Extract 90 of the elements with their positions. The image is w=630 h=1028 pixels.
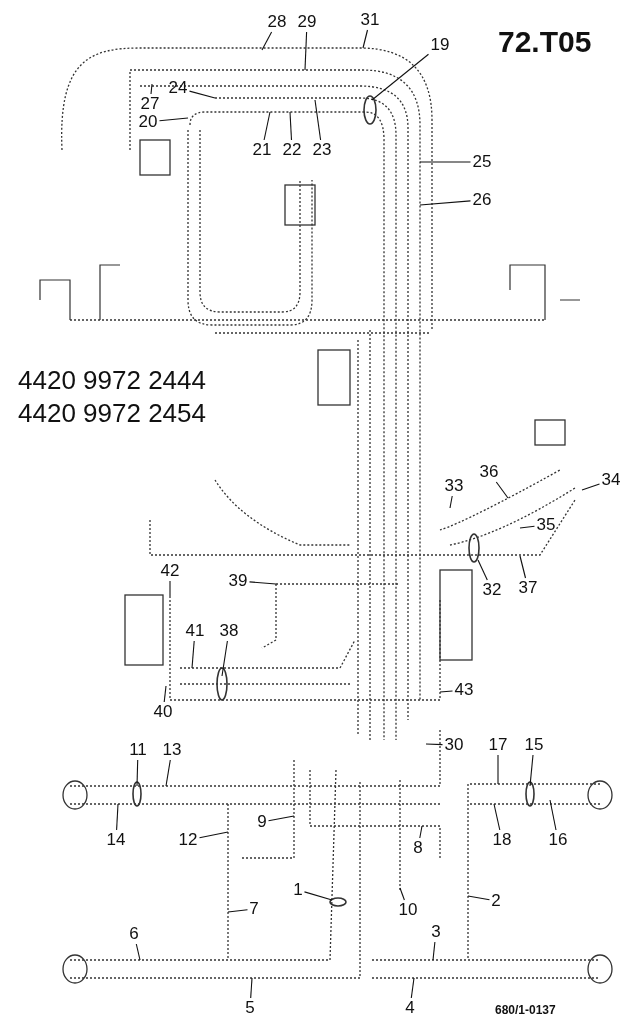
leader-line	[250, 977, 253, 999]
part-number: 4420 9972 2454	[18, 398, 206, 429]
leader-line	[163, 685, 167, 703]
callout-number: 2	[490, 892, 502, 910]
callout-number: 22	[281, 141, 303, 159]
part-number: 4420 9972 2444	[18, 365, 206, 396]
callout-number: 4	[404, 999, 416, 1017]
callout-number: 23	[311, 141, 333, 159]
leader-line	[227, 909, 249, 913]
callout-number: 14	[105, 831, 127, 849]
callout-number: 17	[487, 736, 509, 754]
leader-line	[303, 891, 333, 901]
callout-number: 31	[359, 11, 381, 29]
leader-line	[410, 977, 415, 999]
callout-number: 26	[471, 191, 493, 209]
callout-number: 38	[218, 622, 240, 640]
leader-line	[493, 803, 501, 831]
callout-number: 29	[296, 13, 318, 31]
leader-line	[263, 111, 271, 141]
leader-line	[371, 53, 430, 101]
callout-number: 37	[517, 579, 539, 597]
leader-line	[169, 580, 171, 599]
leader-line	[248, 581, 277, 585]
callout-number: 7	[248, 900, 260, 918]
callout-number: 5	[244, 999, 256, 1017]
callout-number: 27	[139, 95, 161, 113]
leader-line	[135, 943, 141, 961]
callout-number: 28	[266, 13, 288, 31]
callout-number: 30	[443, 736, 465, 754]
leader-line	[467, 895, 491, 901]
callout-number: 3	[430, 923, 442, 941]
leader-line	[519, 555, 527, 579]
leader-line	[362, 29, 369, 49]
leader-line	[188, 90, 216, 99]
leader-line	[439, 690, 454, 693]
leader-line	[581, 483, 601, 491]
leader-line	[191, 640, 195, 669]
leader-line	[497, 754, 499, 785]
callout-number: 6	[128, 925, 140, 943]
callout-number: 43	[453, 681, 475, 699]
leader-line	[158, 117, 189, 122]
leader-line	[261, 31, 273, 51]
callout-number: 41	[184, 622, 206, 640]
callout-number: 24	[167, 79, 189, 97]
callout-number: 35	[535, 516, 557, 534]
callout-number: 21	[251, 141, 273, 159]
leader-line	[425, 743, 444, 746]
callout-number: 8	[412, 839, 424, 857]
drawing-number: 680/1-0137	[495, 1003, 556, 1017]
leader-line	[289, 111, 293, 141]
leader-line	[529, 754, 534, 787]
callout-number: 36	[478, 463, 500, 481]
leader-line	[419, 825, 423, 839]
leader-line	[549, 799, 557, 831]
leader-line	[399, 887, 405, 901]
leader-line	[304, 31, 308, 71]
callout-number: 16	[547, 831, 569, 849]
sheet-number: 72.T05	[498, 25, 592, 59]
leader-line	[150, 83, 153, 95]
callout-number: 13	[161, 741, 183, 759]
callout-number: 9	[256, 813, 268, 831]
leader-line	[419, 161, 472, 163]
callout-number: 12	[177, 831, 199, 849]
leader-line	[495, 481, 509, 499]
callout-number: 18	[491, 831, 513, 849]
callout-number: 33	[443, 477, 465, 495]
callout-number: 25	[471, 153, 493, 171]
callout-number: 34	[600, 471, 622, 489]
leader-line	[221, 640, 228, 677]
leader-line	[198, 831, 229, 839]
leader-line	[165, 759, 171, 787]
leader-line	[419, 200, 472, 206]
callout-number: 42	[159, 562, 181, 580]
callout-number: 1	[292, 881, 304, 899]
leader-line	[477, 559, 488, 581]
callout-number: 11	[128, 741, 148, 759]
leader-line	[267, 815, 295, 822]
callout-number: 15	[523, 736, 545, 754]
callout-number: 40	[152, 703, 174, 721]
callout-number: 32	[481, 581, 503, 599]
callout-number: 20	[137, 113, 159, 131]
callout-number: 39	[227, 572, 249, 590]
leader-line	[116, 803, 119, 831]
callout-number: 10	[397, 901, 419, 919]
leader-line	[314, 99, 322, 141]
callout-number: 19	[429, 36, 451, 54]
leader-line	[136, 759, 139, 787]
leader-line	[432, 941, 436, 961]
leader-line	[449, 495, 453, 509]
leader-line	[519, 525, 536, 529]
